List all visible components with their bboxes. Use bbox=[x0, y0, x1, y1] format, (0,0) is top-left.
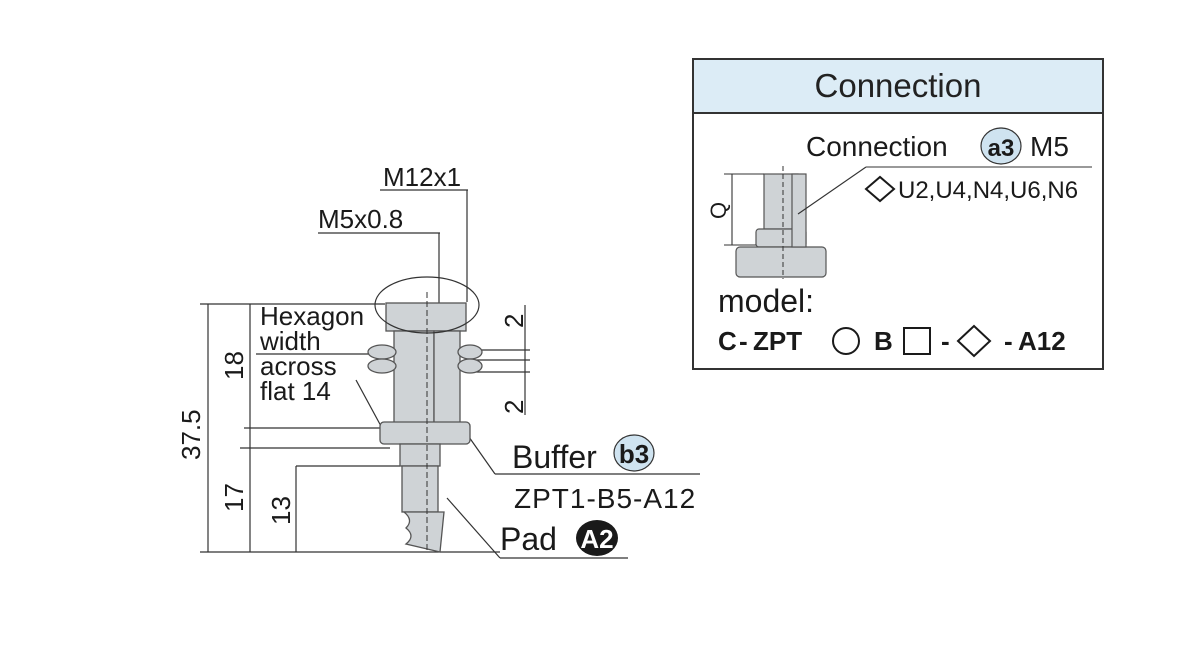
square-placeholder-icon bbox=[903, 327, 931, 355]
m12-thread-label: M12x1 bbox=[383, 162, 461, 192]
model-code-c: C bbox=[718, 326, 737, 356]
connection-value: M5 bbox=[1030, 131, 1069, 162]
model-label: model: bbox=[718, 283, 814, 319]
dim-2b-label: 2 bbox=[499, 400, 529, 414]
dim-2a-label: 2 bbox=[499, 314, 529, 328]
model-code-dash3: - bbox=[1004, 326, 1013, 356]
dim-13-label: 13 bbox=[266, 496, 296, 525]
connection-badge-text: a3 bbox=[988, 135, 1015, 162]
connection-label: Connection bbox=[806, 131, 948, 162]
model-code-b: B bbox=[874, 326, 893, 356]
circle-placeholder-icon bbox=[832, 327, 860, 355]
technical-drawing: M12x1 M5x0.8 Hexagon width across flat 1… bbox=[176, 162, 700, 559]
diamond-icon bbox=[864, 175, 896, 203]
pad-badge-text: A2 bbox=[580, 524, 613, 554]
dim-upper-label: 18 bbox=[219, 351, 249, 380]
model-code-zpt: ZPT bbox=[753, 326, 802, 356]
connection-panel-title: Connection bbox=[694, 60, 1102, 114]
pad-label: Pad bbox=[500, 521, 557, 557]
hexagon-label-line1: Hexagon bbox=[260, 301, 364, 331]
dim-lower-label: 17 bbox=[219, 483, 249, 512]
connection-panel: Connection Q Connection a3 M5 U2,U4,N4,U… bbox=[692, 58, 1104, 370]
pad-badge: A2 bbox=[576, 520, 618, 556]
buffer-badge-text: b3 bbox=[619, 439, 649, 469]
diamond-placeholder-icon bbox=[956, 324, 992, 358]
m5-thread-label: M5x0.8 bbox=[318, 204, 403, 234]
q-dimension-label: Q bbox=[706, 202, 731, 219]
dim-total-label: 37.5 bbox=[176, 409, 206, 460]
buffer-label: Buffer bbox=[512, 439, 597, 475]
buffer-part-number: ZPT1-B5-A12 bbox=[514, 483, 696, 514]
model-code-dash2: - bbox=[941, 326, 950, 356]
model-code-a12: A12 bbox=[1018, 326, 1066, 356]
hexagon-label-line4: flat 14 bbox=[260, 376, 331, 406]
connection-illustration: Q Connection a3 M5 U2,U4,N4,U6,N6 model:… bbox=[706, 127, 1092, 358]
connection-options: U2,U4,N4,U6,N6 bbox=[898, 177, 1078, 204]
hexagon-label-line3: across bbox=[260, 351, 337, 381]
connection-badge: a3 bbox=[980, 127, 1022, 165]
hexagon-label-line2: width bbox=[259, 326, 321, 356]
buffer-badge: b3 bbox=[613, 434, 655, 472]
model-code-dash1: - bbox=[739, 326, 748, 356]
